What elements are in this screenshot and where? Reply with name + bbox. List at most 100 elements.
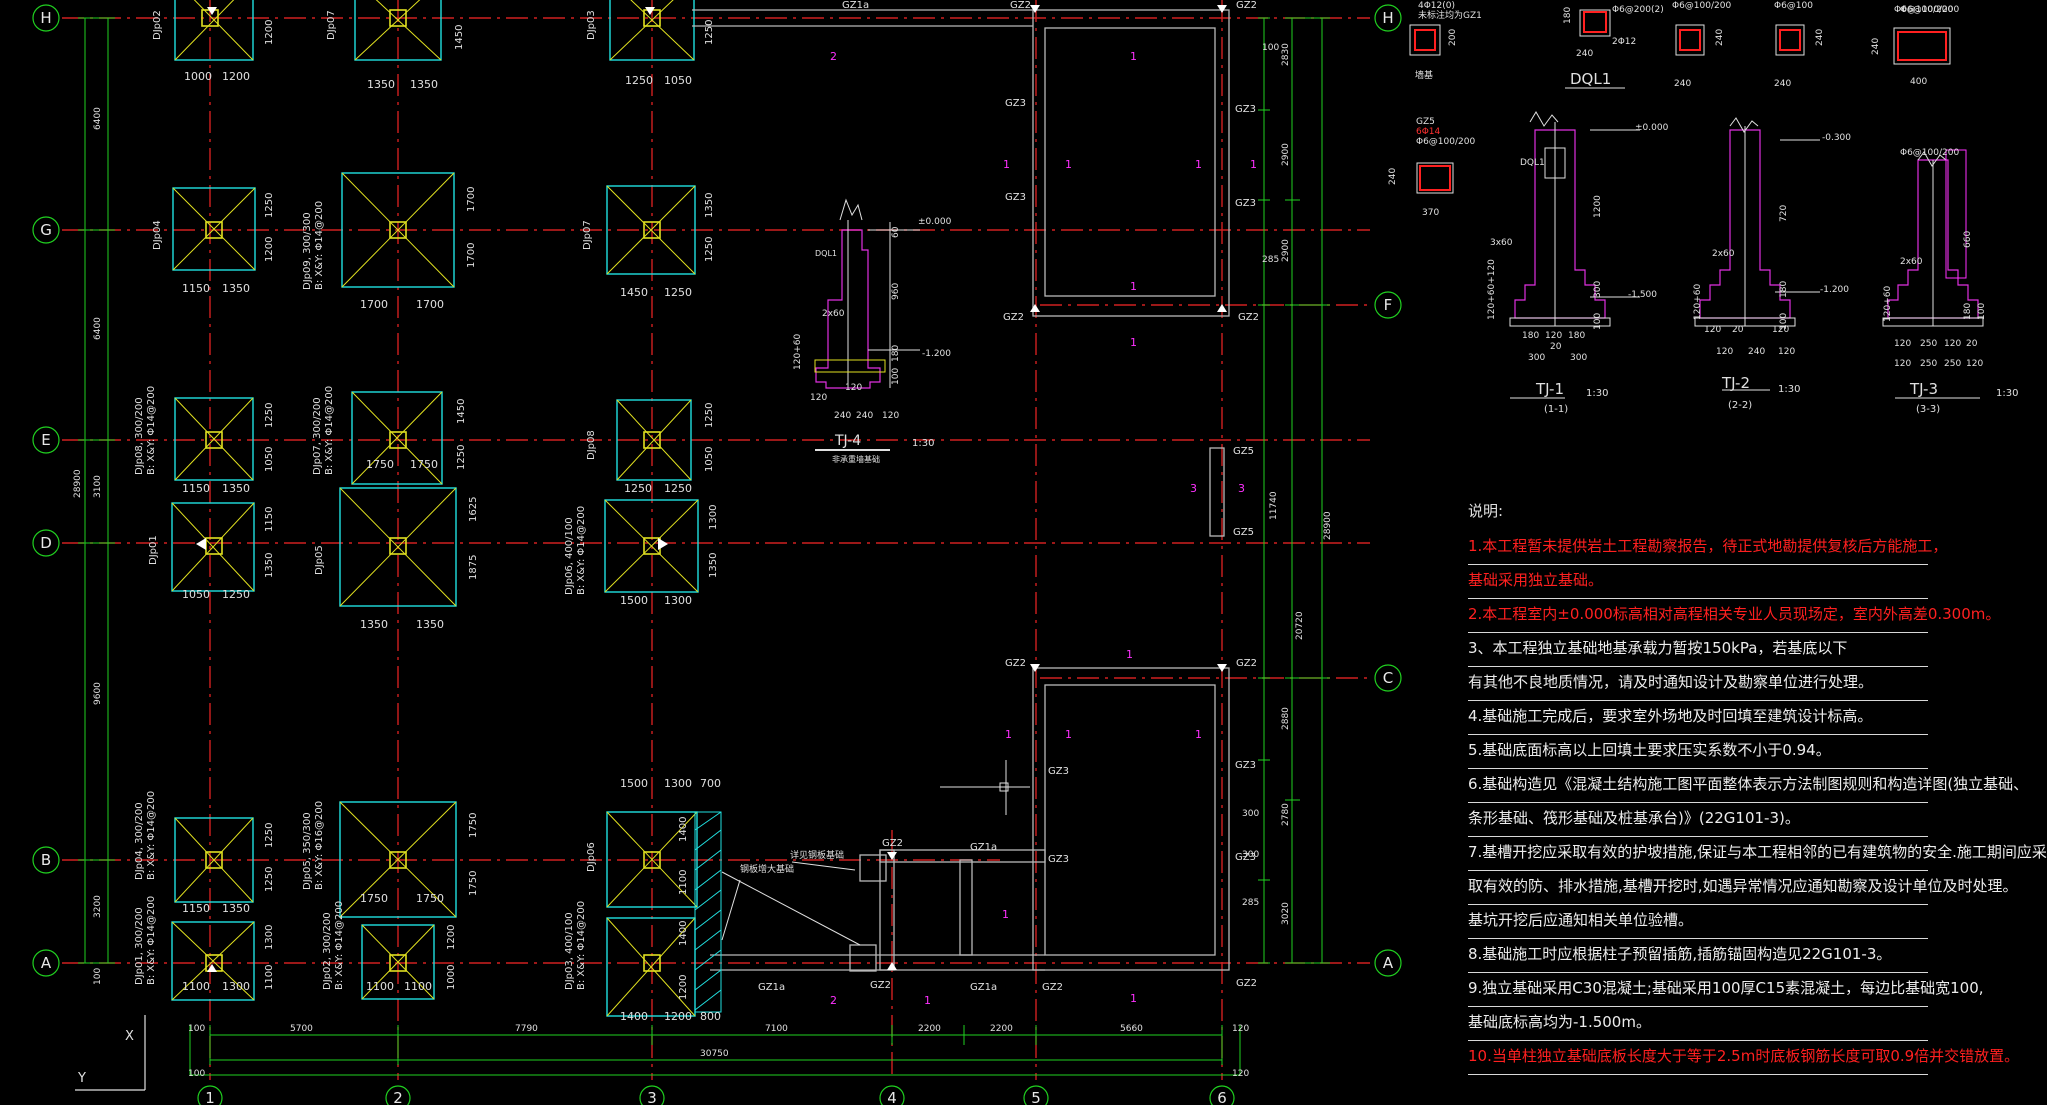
svg-text:120: 120	[1716, 347, 1733, 357]
svg-text:1750: 1750	[468, 813, 479, 838]
svg-text:2780: 2780	[1281, 803, 1291, 826]
svg-text:-1.200: -1.200	[1820, 285, 1849, 295]
section-tj4: ±0.000 -1.200 DQL1 2x60 120+60 60 960 18…	[793, 198, 952, 464]
svg-text:DJp06, 400/100: DJp06, 400/100	[564, 517, 575, 595]
svg-text:1:30: 1:30	[912, 438, 934, 449]
svg-text:1: 1	[1002, 908, 1009, 921]
svg-text:1750: 1750	[366, 458, 394, 471]
axis-label: B	[41, 851, 51, 869]
svg-text:1350: 1350	[704, 193, 715, 218]
svg-text:GZ2: GZ2	[1236, 978, 1257, 989]
svg-text:120: 120	[1545, 331, 1562, 341]
column-details: 4Φ12(0) 未标注均为GZ1 墙基 200 Φ6@200(2) 2Φ12 2…	[1388, 1, 1953, 218]
svg-text:120: 120	[1944, 339, 1961, 349]
axis-label: E	[41, 431, 50, 449]
svg-text:GZ2: GZ2	[1236, 0, 1257, 11]
dimension-lines	[78, 17, 1330, 1076]
svg-text:1500: 1500	[620, 594, 648, 607]
svg-text:1150: 1150	[182, 282, 210, 295]
svg-text:GZ1a: GZ1a	[758, 982, 785, 993]
svg-text:1: 1	[1195, 158, 1202, 171]
svg-text:120: 120	[882, 411, 899, 421]
svg-text:1500: 1500	[620, 777, 648, 790]
svg-text:DQL1: DQL1	[815, 249, 837, 258]
svg-text:120: 120	[1232, 1069, 1249, 1079]
ucs-icon	[75, 1015, 146, 1091]
svg-text:1700: 1700	[466, 243, 477, 268]
svg-text:1400: 1400	[678, 817, 689, 842]
svg-text:DJp01, 300/200: DJp01, 300/200	[134, 907, 145, 985]
svg-text:240: 240	[1871, 38, 1881, 55]
svg-text:GZ2: GZ2	[1238, 312, 1259, 323]
svg-text:DJp07: DJp07	[582, 220, 593, 250]
annotation-text: 钢板增大基础	[740, 863, 794, 875]
svg-text:DJp06: DJp06	[586, 842, 597, 872]
svg-text:GZ2: GZ2	[1236, 658, 1257, 669]
svg-text:180: 180	[1963, 303, 1973, 320]
svg-text:2880: 2880	[1281, 707, 1291, 730]
axis-label: 1	[205, 1089, 215, 1105]
svg-text:1300: 1300	[264, 925, 275, 950]
svg-text:120: 120	[845, 383, 862, 393]
wall-outline-group	[692, 9, 1230, 972]
svg-text:4Φ12(0): 4Φ12(0)	[1418, 1, 1455, 11]
svg-text:GZ2: GZ2	[882, 838, 903, 849]
svg-text:1300: 1300	[664, 594, 692, 607]
svg-text:DJp02: DJp02	[152, 10, 163, 40]
svg-text:DJp05, 350/300: DJp05, 350/300	[302, 812, 313, 890]
svg-text:30750: 30750	[700, 1049, 729, 1059]
svg-text:120: 120	[1894, 339, 1911, 349]
axis-label: H	[40, 9, 51, 27]
svg-text:120: 120	[1778, 347, 1795, 357]
svg-text:1: 1	[1065, 158, 1072, 171]
svg-text:285: 285	[1262, 255, 1279, 265]
axis-label: D	[40, 534, 52, 552]
svg-text:240: 240	[1715, 29, 1725, 46]
axis-label: 3	[647, 1089, 657, 1105]
svg-text:1350: 1350	[222, 282, 250, 295]
svg-text:100: 100	[188, 1069, 205, 1079]
svg-text:B: X&Y: Φ14@200: B: X&Y: Φ14@200	[324, 386, 335, 475]
svg-text:3200: 3200	[93, 895, 103, 918]
svg-text:1250: 1250	[456, 445, 467, 470]
svg-text:1250: 1250	[264, 193, 275, 218]
svg-text:GZ3: GZ3	[1235, 760, 1256, 771]
svg-text:300: 300	[1570, 353, 1587, 363]
svg-text:100: 100	[93, 968, 103, 985]
svg-text:1300: 1300	[708, 505, 719, 530]
svg-text:GZ3: GZ3	[1005, 192, 1026, 203]
svg-text:1350: 1350	[222, 902, 250, 915]
svg-text:240: 240	[1388, 168, 1398, 185]
svg-text:B: X&Y: Φ14@200: B: X&Y: Φ14@200	[334, 901, 345, 990]
svg-text:1000: 1000	[446, 965, 457, 990]
svg-text:1150: 1150	[182, 902, 210, 915]
svg-text:1350: 1350	[708, 553, 719, 578]
svg-text:(3-3): (3-3)	[1916, 404, 1940, 415]
footing-vertical-dims: 1200 1450 1250 1250 1200 1700 1700 1350 …	[264, 20, 719, 1000]
svg-text:2: 2	[830, 50, 837, 63]
note-line: 基础采用独立基础。	[1468, 565, 1928, 599]
svg-text:700: 700	[700, 777, 721, 790]
axis-label: A	[1383, 954, 1394, 972]
svg-text:B: X&Y: Φ14@200: B: X&Y: Φ14@200	[576, 506, 587, 595]
crosshair-cursor[interactable]	[940, 782, 1025, 792]
svg-text:GZ5: GZ5	[1233, 446, 1254, 457]
svg-text:墙基: 墙基	[1415, 69, 1433, 81]
svg-text:1875: 1875	[468, 555, 479, 580]
svg-text:1100: 1100	[678, 870, 689, 895]
note-line: 4.基础施工完成后，要求室外场地及时回填至建筑设计标高。	[1468, 701, 1928, 735]
svg-text:180: 180	[1779, 281, 1789, 298]
svg-text:180: 180	[891, 345, 901, 362]
svg-text:3x60: 3x60	[1490, 238, 1513, 248]
svg-text:1150: 1150	[264, 507, 275, 532]
axis-bubble-labels: H G E D B A H F C A 1 2 3 4 5 6	[40, 9, 1394, 1105]
footing-labels: DJp02 DJp07 DJp03 DJp04 DJp09, 300/300 B…	[134, 10, 597, 990]
dimension-text: 6400 6400 3100 9600 3200 100 28900 5700 …	[73, 43, 1333, 1079]
svg-text:1250: 1250	[664, 482, 692, 495]
svg-text:1050: 1050	[264, 447, 275, 472]
svg-text:DJp09, 300/300: DJp09, 300/300	[302, 212, 313, 290]
svg-text:180: 180	[1563, 7, 1573, 24]
svg-text:120: 120	[810, 393, 827, 403]
